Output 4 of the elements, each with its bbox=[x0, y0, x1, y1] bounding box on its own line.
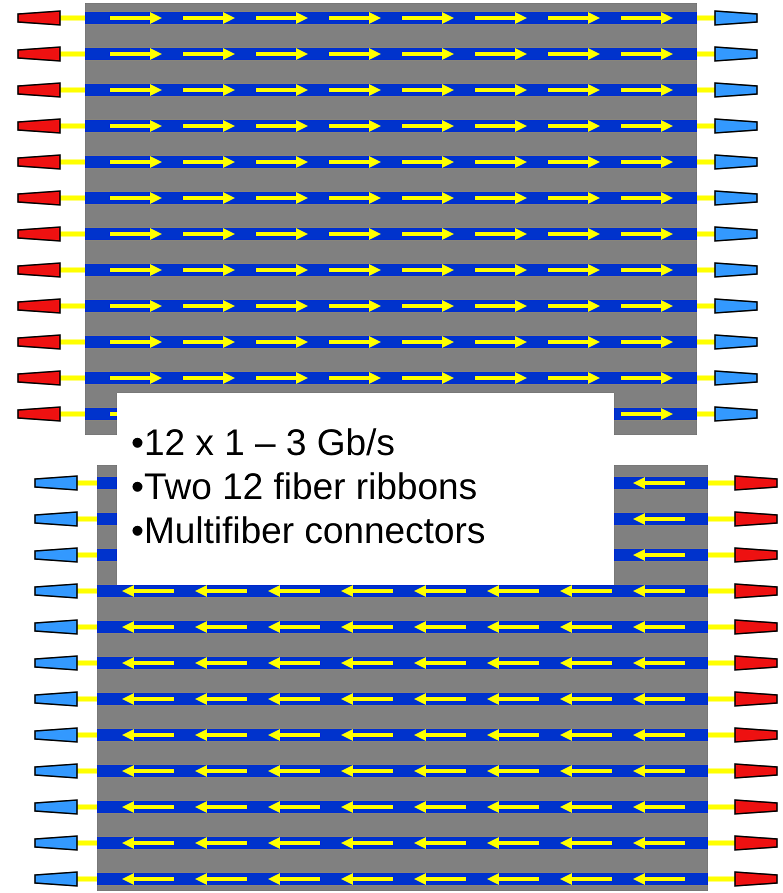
text-panel bbox=[117, 393, 614, 585]
bullet-text: •Two 12 fiber ribbons bbox=[131, 465, 478, 509]
bullet-text: •12 x 1 – 3 Gb/s bbox=[131, 421, 395, 465]
bullet-text: •Multifiber connectors bbox=[131, 509, 486, 553]
